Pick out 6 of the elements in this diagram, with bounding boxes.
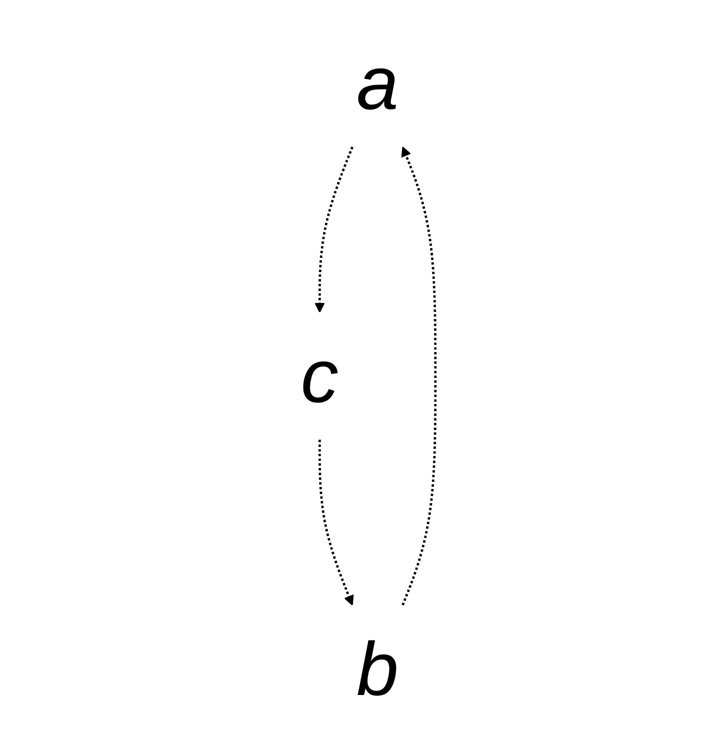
node-text: a — [356, 40, 399, 126]
arrow — [314, 146, 354, 313]
arrow — [401, 146, 437, 606]
arrow — [318, 440, 354, 606]
node-text: c — [300, 333, 339, 419]
node-text: b — [356, 626, 399, 712]
